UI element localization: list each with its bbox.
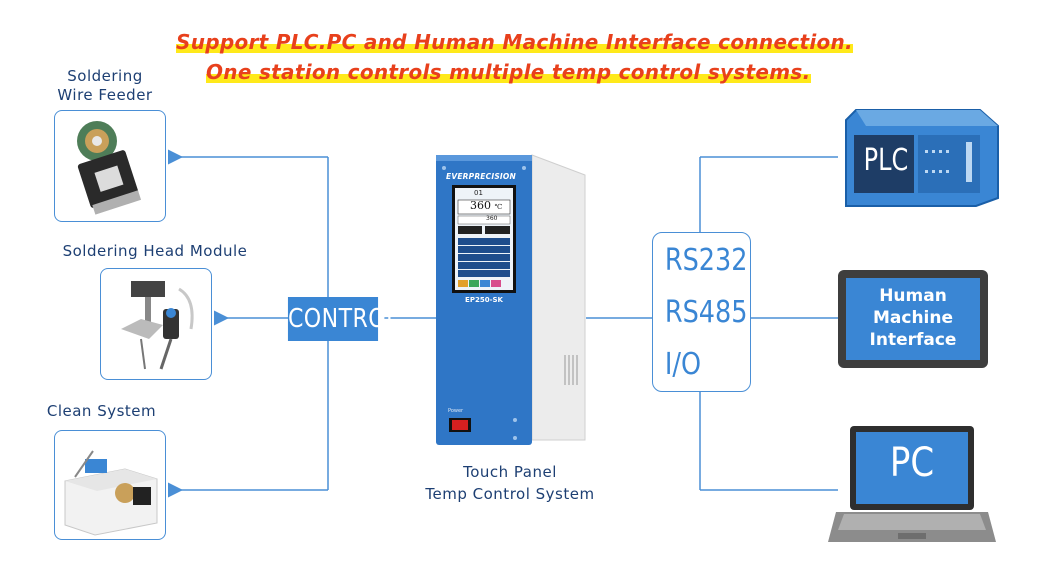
hmi-screen <box>846 278 980 360</box>
plc-label: PLC <box>863 143 909 178</box>
wire-feeder-photo <box>54 110 166 222</box>
clean-system-label: Clean System <box>46 402 157 420</box>
power-label: Power <box>448 408 464 414</box>
device-model: EP250-SK <box>465 296 503 304</box>
pc-label: PC <box>889 440 935 486</box>
rs232-label: RS232 <box>664 243 748 278</box>
device-temperature: 360 ℃ <box>470 199 502 212</box>
feeder-label: Soldering Wire Feeder <box>57 67 153 104</box>
head-module-label: Soldering Head Module <box>62 242 248 260</box>
clean-system-photo <box>54 430 166 540</box>
device-caption-line-2: Temp Control System <box>425 485 595 503</box>
wire-feeder-icon <box>77 121 142 215</box>
device-caption-line-1: Touch Panel <box>463 463 557 481</box>
device-set-temp: 360 <box>486 215 498 222</box>
hmi-illustration <box>838 270 988 368</box>
headline-line-2: One station controls multiple temp contr… <box>206 60 811 84</box>
device-brand: EVERPRECISION <box>446 172 516 181</box>
soldering-head-photo <box>100 268 212 380</box>
comm-interfaces-box: RS232 RS485 I/O <box>652 232 751 392</box>
temperature-unit: ℃ <box>494 203 503 211</box>
device-channel: 01 <box>474 189 483 197</box>
soldering-head-icon <box>121 281 194 370</box>
temperature-value: 360 <box>470 199 491 212</box>
rs485-label: RS485 <box>664 295 748 330</box>
headline-line-1: Support PLC.PC and Human Machine Interfa… <box>176 30 853 54</box>
io-label: I/O <box>664 347 702 382</box>
clean-system-icon <box>64 450 158 536</box>
hmi-label: Human Machine Interface <box>869 286 957 350</box>
